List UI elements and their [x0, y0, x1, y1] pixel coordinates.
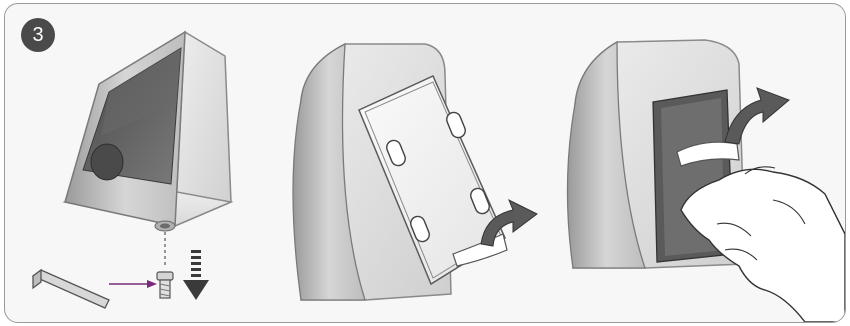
arrow-down-icon: [183, 250, 209, 300]
illustration: [5, 4, 845, 322]
instruction-panel: 3: [4, 3, 846, 323]
screw-icon: [157, 272, 173, 298]
housing-back-plate-view: [293, 44, 507, 300]
housing-front-view: [65, 32, 231, 266]
pointer-arrow-icon: [109, 280, 157, 288]
allen-key-icon: [33, 270, 109, 308]
